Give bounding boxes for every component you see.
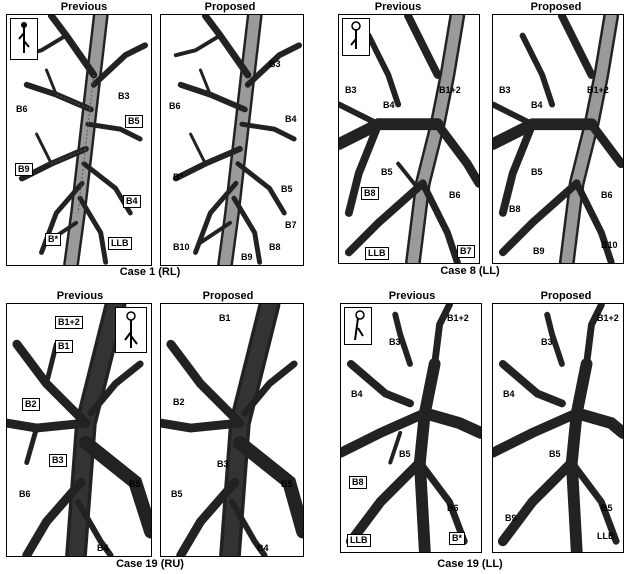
branch-label: B6 — [447, 504, 459, 513]
bronchus-panel-proposed: B3 B6 B4 B* B5 B7 B10 B8 B9 — [160, 14, 304, 266]
branch-label: LLB — [365, 247, 389, 260]
branch-label: B4 — [383, 101, 395, 110]
branch-label: B4 — [351, 390, 363, 399]
branch-label: LLB — [597, 532, 615, 541]
branch-label: B4 — [285, 115, 297, 124]
branch-label: B4 — [123, 195, 141, 208]
branch-label: B5 — [171, 490, 183, 499]
orientation-inset — [342, 18, 370, 56]
branch-label: B* — [449, 532, 465, 545]
airway-tree-render — [493, 15, 623, 263]
branch-label: B3 — [499, 86, 511, 95]
lung-lobe-icon — [343, 19, 369, 55]
branch-label: B4 — [257, 544, 269, 553]
lung-lobe-icon — [116, 308, 146, 352]
branch-label: B9 — [505, 514, 517, 523]
branch-label: B4 — [531, 101, 543, 110]
orientation-inset — [344, 307, 372, 345]
panel-header: Previous — [375, 1, 421, 13]
branch-label: B5 — [281, 185, 293, 194]
airway-tree-render — [161, 15, 303, 265]
panel-header: Proposed — [203, 290, 254, 302]
bronchus-panel-proposed: B3 B1+2 B4 B5 B8 B6 B9 B10 — [492, 14, 624, 264]
branch-label: B9 — [533, 247, 545, 256]
branch-label: B2 — [173, 398, 185, 407]
branch-label: B* — [45, 233, 61, 246]
lung-lobe-icon — [11, 19, 37, 59]
branch-label: B10 — [173, 243, 190, 252]
branch-label: B3 — [541, 338, 553, 347]
branch-label: B9 — [241, 253, 253, 262]
branch-label: B8 — [361, 187, 379, 200]
branch-label: B10 — [601, 241, 618, 250]
case-caption: Case 19 (LL) — [437, 558, 502, 570]
branch-label: B5 — [129, 480, 141, 489]
branch-label: B5 — [399, 450, 411, 459]
branch-label: B6 — [601, 191, 613, 200]
branch-label: B5 — [281, 480, 293, 489]
branch-label: B3 — [118, 92, 130, 101]
branch-label: B* — [173, 173, 183, 182]
case-caption: Case 19 (RU) — [116, 558, 184, 570]
branch-label: B3 — [345, 86, 357, 95]
branch-label: B4 — [503, 390, 515, 399]
branch-label: B1+2 — [587, 86, 609, 95]
branch-label: B7 — [285, 221, 297, 230]
panel-header: Proposed — [205, 1, 256, 13]
panel-header: Previous — [57, 290, 103, 302]
branch-label: B1+2 — [439, 86, 461, 95]
branch-label: LLB — [108, 237, 132, 250]
orientation-inset — [115, 307, 147, 353]
bronchus-panel-proposed: B1 B2 B3 B5 B5 B4 — [160, 303, 304, 557]
branch-label: B1 — [55, 340, 73, 353]
branch-label: B2 — [22, 398, 40, 411]
panel-header: Proposed — [541, 290, 592, 302]
branch-label: B1 — [219, 314, 231, 323]
airway-tree-render — [161, 304, 303, 556]
branch-label: B5 — [601, 504, 613, 513]
panel-header: Proposed — [531, 1, 582, 13]
panel-header: Previous — [61, 1, 107, 13]
branch-label: B5 — [531, 168, 543, 177]
branch-label: B3 — [49, 454, 67, 467]
lung-lobe-icon — [345, 308, 371, 344]
branch-label: B1+2 — [447, 314, 469, 323]
branch-label: B8 — [349, 476, 367, 489]
branch-label: B3 — [389, 338, 401, 347]
branch-label: B7 — [457, 245, 475, 258]
branch-label: B6 — [449, 191, 461, 200]
orientation-inset — [10, 18, 38, 60]
bronchus-panel-previous: B1+2 B3 B4 B5 B8 B6 LLB B* — [340, 303, 482, 553]
branch-label: B4 — [97, 544, 109, 553]
branch-label: B8 — [509, 205, 521, 214]
branch-label: B1+2 — [597, 314, 619, 323]
bronchus-panel-previous: B3 B6 B5 B9 B4 B* LLB — [6, 14, 152, 266]
branch-label: B5 — [549, 450, 561, 459]
bronchus-panel-previous: B3 B1+2 B4 B5 B8 B6 LLB B7 — [338, 14, 480, 264]
branch-label: B9 — [15, 163, 33, 176]
branch-label: B8 — [269, 243, 281, 252]
branch-label: B6 — [16, 105, 28, 114]
bronchus-panel-previous: B1+2 B1 B2 B3 B6 B5 B4 — [6, 303, 152, 557]
case-caption: Case 1 (RL) — [120, 266, 181, 278]
bronchus-panel-proposed: B1+2 B3 B4 B5 B9 B5 LLB — [492, 303, 624, 553]
branch-label: B3 — [269, 60, 281, 69]
branch-label: B1+2 — [55, 316, 83, 329]
branch-label: B6 — [19, 490, 31, 499]
branch-label: B5 — [381, 168, 393, 177]
branch-label: B5 — [125, 115, 143, 128]
branch-label: B6 — [169, 102, 181, 111]
case-caption: Case 8 (LL) — [440, 265, 499, 277]
branch-label: LLB — [347, 534, 371, 547]
branch-label: B3 — [217, 460, 229, 469]
panel-header: Previous — [389, 290, 435, 302]
